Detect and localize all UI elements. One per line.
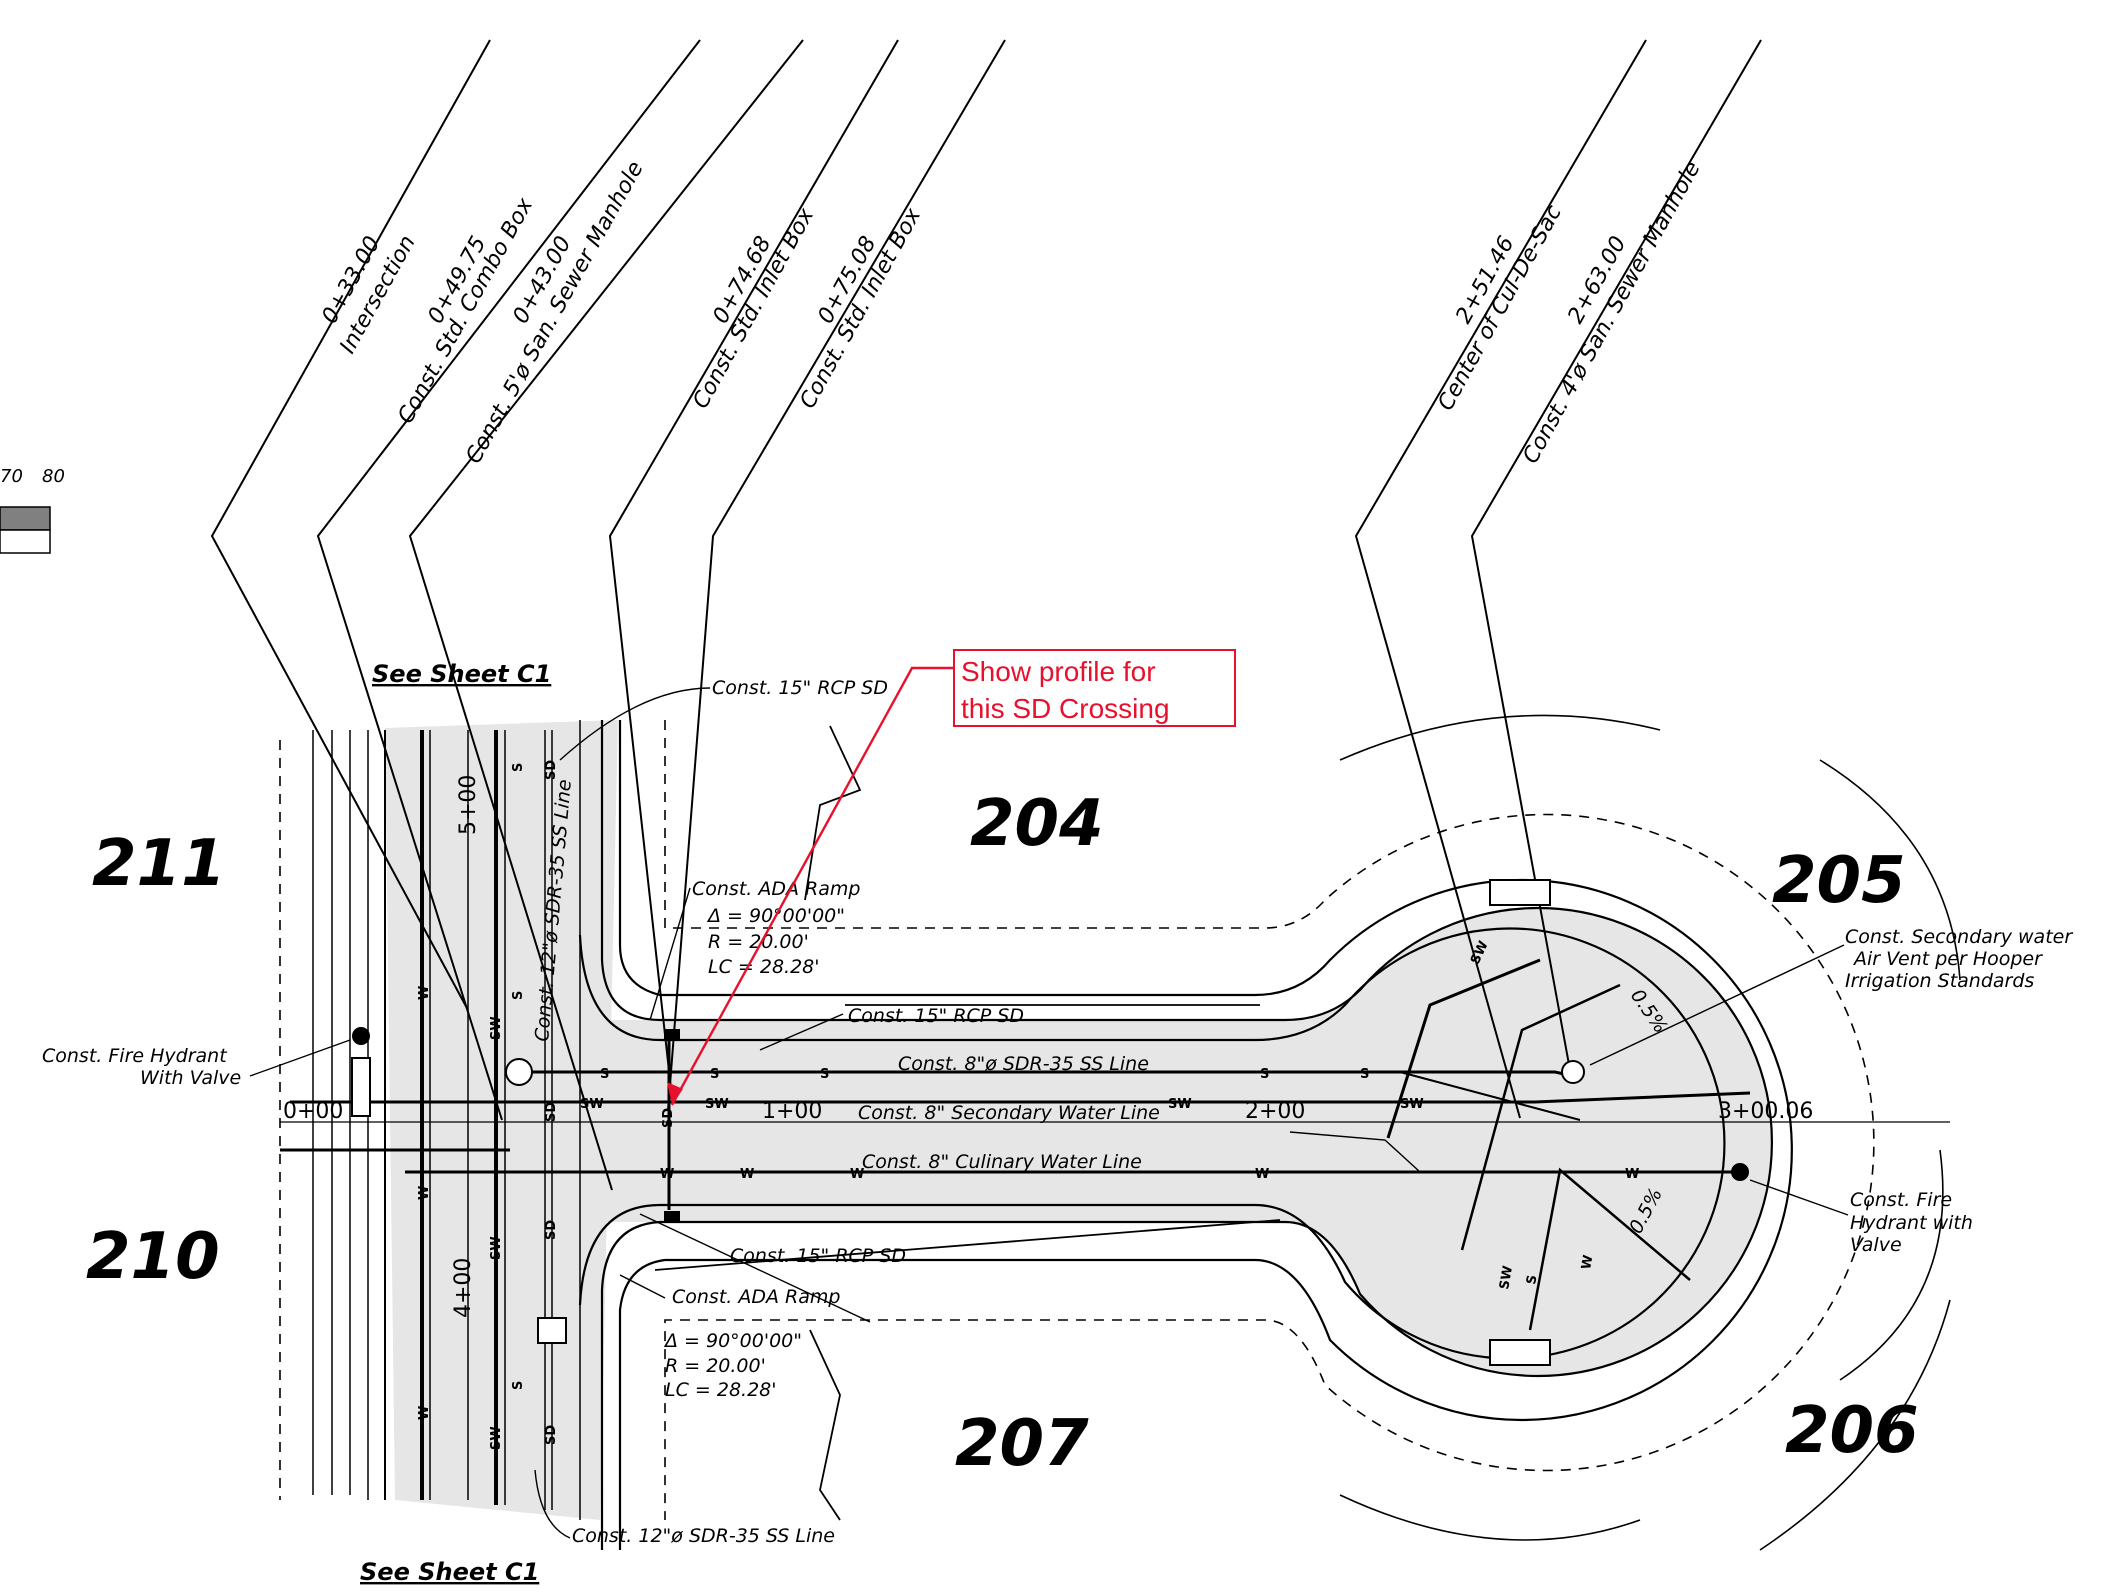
note-fh-right-3: Valve (1850, 1234, 1902, 1256)
marker-w: W (417, 986, 432, 1000)
lot-206: 206 (1785, 1394, 1919, 1468)
note-rcp-bottom: Const. 15" RCP SD (730, 1245, 906, 1267)
vertical-street-lines (312, 720, 581, 1520)
note-secondary-water: Const. 8" Secondary Water Line (858, 1102, 1160, 1124)
callout-line-2: this SD Crossing (961, 693, 1170, 724)
lot-lines (279, 720, 1875, 1520)
marker-sd: SD (661, 1108, 676, 1128)
markup-callout: Show profile for this SD Crossing (953, 649, 1236, 727)
lot-210: 210 (86, 1220, 220, 1294)
note-ada-bottom: Const. ADA Ramp (672, 1286, 840, 1308)
marker-w: W (850, 1167, 864, 1182)
marker-s: S (820, 1067, 829, 1082)
marker-sd: SD (544, 1220, 559, 1240)
note-air-vent-1: Const. Secondary water (1845, 926, 2073, 948)
note-ada-top: Const. ADA Ramp (692, 878, 860, 900)
marker-sd: SD (544, 1425, 559, 1445)
marker-sw: SW (489, 1016, 504, 1040)
station-labels: 0+33.00 Intersection 0+49.75 Const. Std.… (317, 157, 1705, 468)
see-sheet-top: See Sheet C1 (372, 660, 551, 688)
note-leader-lines (249, 687, 1849, 1539)
marker-s: S (600, 1067, 609, 1082)
note-ss-bottom: Const. 12"ø SDR-35 SS Line (572, 1525, 835, 1547)
scale-label-80: 80 (42, 466, 65, 487)
note-delta-bottom: Δ = 90°00'00" (663, 1330, 802, 1352)
note-rcp-top: Const. 15" RCP SD (712, 677, 888, 699)
note-lc-top: LC = 28.28' (708, 956, 819, 978)
lot-boundary-lines (654, 725, 1281, 1521)
marker-s: S (1524, 1274, 1540, 1286)
sta-4-00: 4+00 (451, 1258, 476, 1318)
marker-sw: SW (489, 1236, 504, 1260)
marker-sw: SW (1497, 1265, 1516, 1291)
marker-sw: SW (489, 1426, 504, 1450)
callout-line-1: Show profile for (961, 656, 1156, 687)
lot-205: 205 (1772, 844, 1906, 918)
marker-sd: SD (544, 1102, 559, 1122)
marker-w: W (417, 1406, 432, 1420)
note-r-top: R = 20.00' (708, 931, 809, 953)
marker-sw: SW (1168, 1097, 1192, 1112)
marker-sw: SW (705, 1097, 729, 1112)
sta-0-00: 0+00 (283, 1099, 343, 1124)
marker-s: S (1260, 1067, 1269, 1082)
marker-w: W (1579, 1254, 1596, 1271)
secondary-water-line (290, 1091, 1751, 1104)
see-sheet-bottom: See Sheet C1 (360, 1558, 539, 1586)
sewer-manhole-icon (505, 1058, 533, 1086)
marker-w: W (660, 1167, 674, 1182)
markup-arrow (667, 666, 953, 1106)
note-lc-bottom: LC = 28.28' (665, 1379, 776, 1401)
marker-w: W (417, 1186, 432, 1200)
sta-5-00: 5+00 (456, 775, 481, 835)
utility-lines (280, 958, 1751, 1331)
sta-3-00: 3+00.06 (1718, 1099, 1813, 1124)
outer-arcs (1339, 714, 1961, 1551)
sta-1-00: 1+00 (762, 1099, 822, 1124)
note-r-bottom: R = 20.00' (665, 1355, 766, 1377)
road-edge-lines (578, 720, 1793, 1550)
note-fh-right-1: Const. Fire (1850, 1189, 1952, 1211)
scale-bar: 70 80 (0, 466, 65, 554)
fire-hydrant-left-icon (352, 1027, 370, 1045)
scale-label-70: 70 (0, 466, 23, 487)
marker-sd: SD (544, 760, 559, 780)
marker-w: W (1255, 1167, 1269, 1182)
note-culinary-water: Const. 8" Culinary Water Line (862, 1151, 1142, 1173)
marker-s: S (511, 763, 526, 772)
note-fh-right-2: Hydrant with (1850, 1212, 1973, 1234)
marker-w: W (740, 1167, 754, 1182)
air-vent-icon (1561, 1060, 1585, 1084)
note-air-vent-2: Air Vent per Hooper (1852, 948, 2043, 970)
note-ss-main: Const. 8"ø SDR-35 SS Line (898, 1053, 1149, 1075)
marker-sw: SW (580, 1097, 604, 1112)
note-air-vent-3: Irrigation Standards (1845, 970, 2034, 992)
lot-204: 204 (970, 787, 1104, 861)
note-rcp-mid: Const. 15" RCP SD (848, 1005, 1024, 1027)
marker-s: S (511, 1381, 526, 1390)
marker-s: S (511, 991, 526, 1000)
lot-211: 211 (92, 827, 226, 901)
sta-2-00: 2+00 (1245, 1099, 1305, 1124)
lot-207: 207 (955, 1407, 1089, 1481)
station-2-51-label: Center of Cul-De-Sac (1433, 201, 1567, 415)
lot-numbers: 211 210 204 207 205 206 (86, 787, 1919, 1481)
marker-sw: SW (1400, 1097, 1424, 1112)
utility-markers: S S S S S SW SW SW SW W W W W W SD SD SD… (417, 760, 1639, 1450)
marker-w: W (1625, 1167, 1639, 1182)
marker-s: S (1360, 1067, 1369, 1082)
manhole-structures (351, 879, 1749, 1366)
construction-notes: Const. 15" RCP SD Const. 12"ø SDR-35 SS … (42, 677, 2073, 1547)
note-fh-left-1: Const. Fire Hydrant (42, 1045, 228, 1067)
note-fh-left-2: With Valve (140, 1067, 241, 1089)
marker-s: S (710, 1067, 719, 1082)
centerline-stations: 0+00 1+00 2+00 3+00.06 5+00 4+00 (283, 775, 1813, 1318)
fire-hydrant-right-icon (1731, 1163, 1749, 1181)
